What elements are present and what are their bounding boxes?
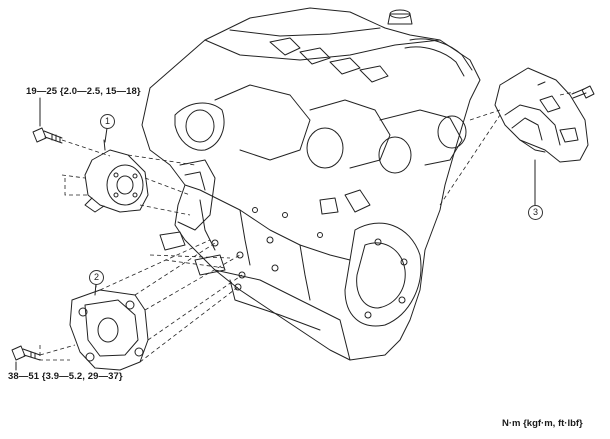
lower-bolt-torque-label: 38—51 {3.9—5.2, 29—37} bbox=[8, 371, 123, 382]
upper-bolt-torque-label: 19—25 {2.0—2.5, 15—18} bbox=[26, 86, 141, 97]
upper-bolt bbox=[32, 127, 63, 144]
heat-shield-part-3 bbox=[494, 67, 589, 163]
callout-3: 3 bbox=[528, 205, 543, 220]
engine-mount-part-1 bbox=[84, 139, 149, 213]
engine-block bbox=[141, 7, 481, 361]
lower-bolt bbox=[11, 345, 41, 361]
shield-bolt bbox=[571, 85, 595, 99]
callout-2: 2 bbox=[89, 270, 104, 285]
unit-note: N·m {kgf·m, ft·lbf} bbox=[502, 418, 583, 429]
assembly-lines bbox=[39, 91, 575, 363]
callout-1: 1 bbox=[100, 114, 115, 129]
bracket-part-2 bbox=[69, 282, 149, 371]
